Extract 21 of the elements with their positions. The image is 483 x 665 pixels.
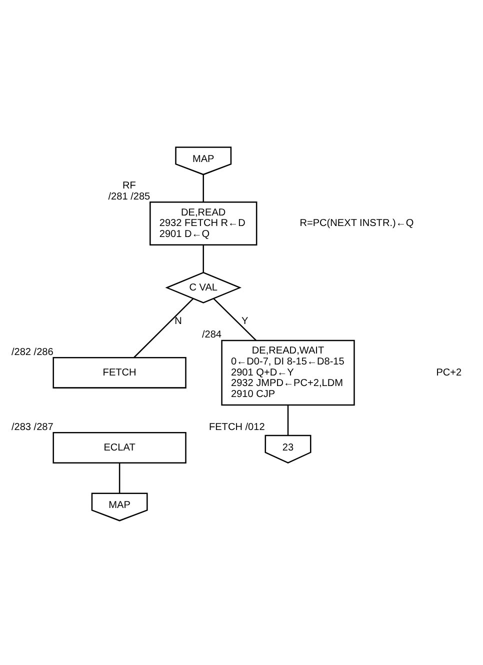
node-label: /284	[202, 330, 222, 341]
node-label: /282 /286	[11, 346, 54, 358]
edge-label: N	[174, 316, 182, 328]
node-label: /281 /285	[108, 191, 150, 202]
edge-label: Y	[242, 316, 248, 328]
connector	[202, 245, 204, 272]
node-label: /283 /287	[11, 422, 54, 433]
node-label: RF	[122, 180, 136, 192]
node-label: FETCH /012	[208, 422, 265, 433]
connector	[118, 463, 120, 494]
label: PC+2	[436, 367, 462, 378]
connector	[202, 174, 204, 202]
connector	[287, 405, 289, 436]
node-box: DE,READ,WAIT 0←D0-7, DI 8-15←D8-15 2901 Q+D←Y 2932 JMPD←PC+2,LDM 2910 CJP	[221, 340, 355, 406]
node-diamond: C VAL	[165, 272, 242, 304]
node-box: FETCH	[52, 357, 186, 388]
node-box: DE,READ 2932 FETCH R←D 2901 D←Q	[150, 202, 258, 246]
connector	[134, 298, 194, 358]
connector	[213, 298, 256, 341]
node-box: ECLAT	[52, 432, 186, 464]
label: R=PC(NEXT INSTR.)←Q	[300, 218, 414, 230]
